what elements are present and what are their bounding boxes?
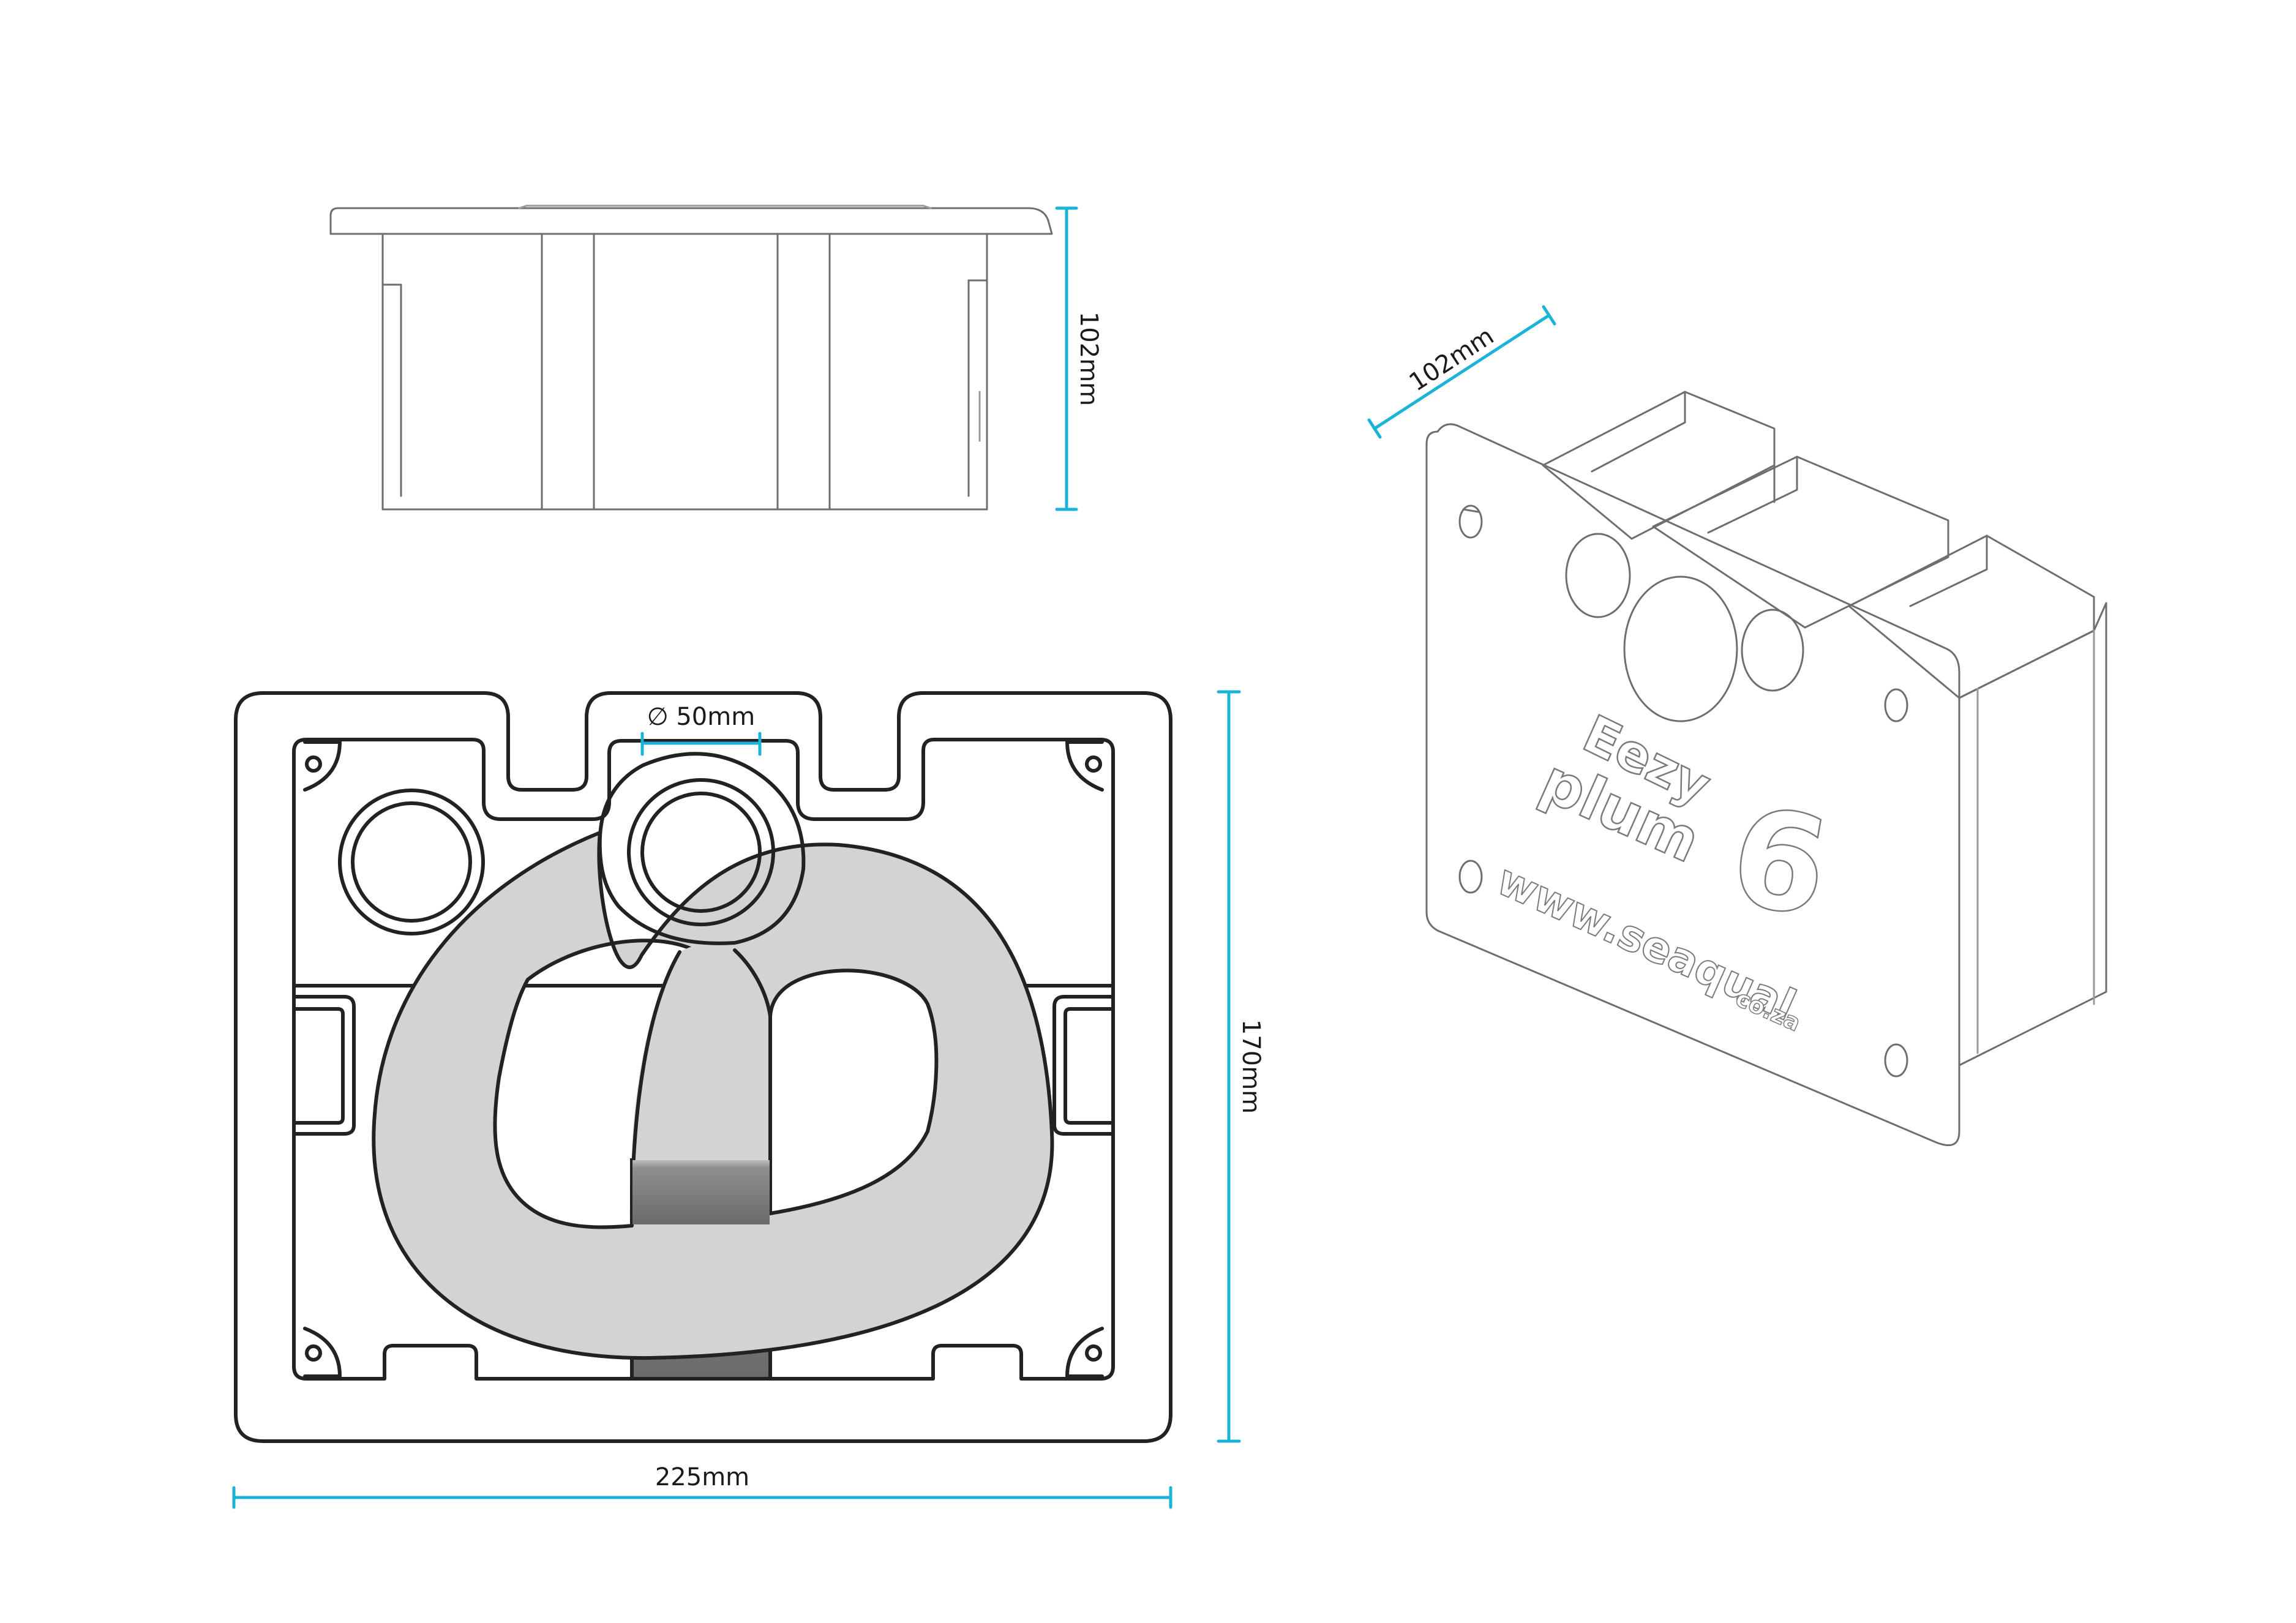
diameter-callout: ∅ 50mm <box>640 703 762 756</box>
screw-bottom-right <box>1065 1327 1104 1378</box>
screw-bottom-left <box>303 1327 342 1378</box>
side-height-label: 102mm <box>1075 312 1103 406</box>
screw-top-left <box>303 740 342 792</box>
iso-rear-box-1 <box>1542 391 1776 540</box>
right-clip-inner <box>1064 1007 1115 1125</box>
front-inner-outline <box>292 738 1115 1381</box>
front-height-label: 170mm <box>1237 1019 1265 1114</box>
iso-depth-dimension: 102mm <box>1367 305 1556 439</box>
iso-port-holes <box>1565 533 1804 722</box>
brand-number-text: 6 <box>1720 777 1839 948</box>
diameter-label: ∅ 50mm <box>647 703 755 731</box>
center-port <box>598 752 806 945</box>
right-clip <box>1052 995 1115 1136</box>
screw-top-right <box>1065 740 1104 792</box>
center-pipe-upper <box>632 944 770 1160</box>
front-view: ∅ 50mm <box>234 691 1172 1443</box>
iso-box-side <box>1958 602 2107 1066</box>
iso-rear-box-3 <box>1848 534 2095 699</box>
iso-branding: Eezy plum 6 www.seaqual co.za <box>1489 703 1840 1038</box>
left-clip <box>292 995 356 1136</box>
front-height-dimension: 170mm <box>1217 690 1265 1443</box>
iso-view: Eezy plum 6 www.seaqual co.za <box>1425 391 2107 1147</box>
front-flange-outline <box>234 691 1172 1443</box>
iso-screw-holes <box>1458 504 1908 1078</box>
left-clip-inner <box>292 1007 345 1125</box>
iso-front-plate <box>1425 423 1960 1147</box>
left-port <box>338 789 485 935</box>
front-width-dimension: 225mm <box>232 1463 1172 1509</box>
side-height-dimension: 102mm <box>1055 206 1103 511</box>
side-view <box>329 204 1053 511</box>
iso-rear-box-2 <box>1652 455 1949 629</box>
iso-depth-label: 102mm <box>1405 322 1499 397</box>
front-width-label: 225mm <box>655 1463 749 1491</box>
